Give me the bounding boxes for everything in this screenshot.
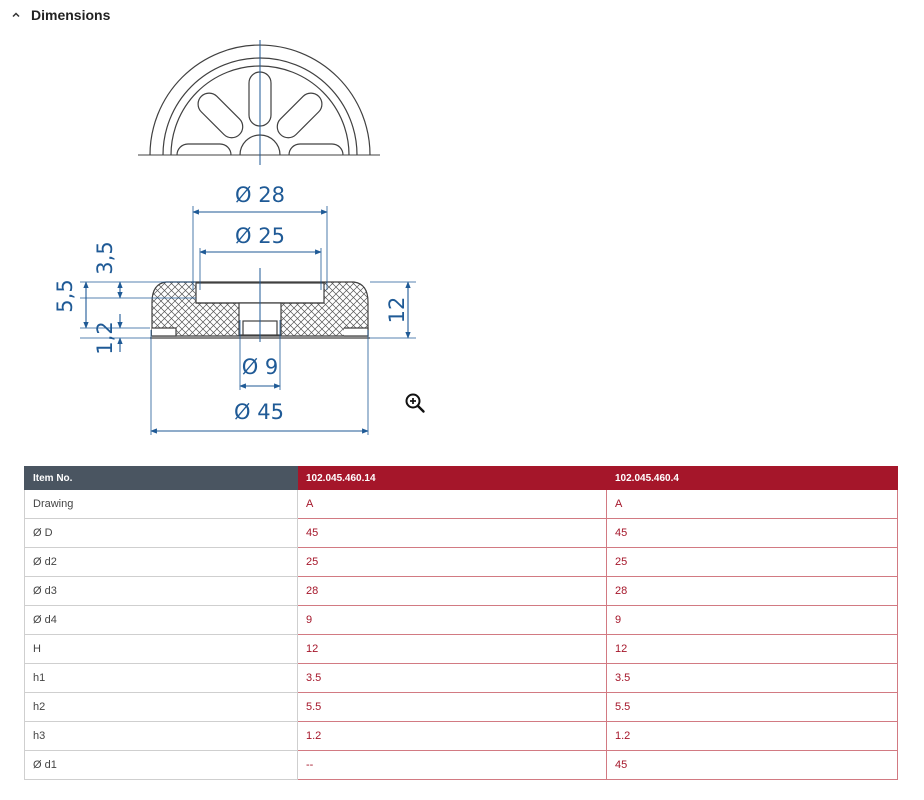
table-row: Ø d4 9 9 <box>24 605 898 635</box>
row-value: 1.2 <box>297 721 607 751</box>
zoom-in-icon[interactable] <box>403 391 427 415</box>
row-value: -- <box>297 750 607 780</box>
row-label: h2 <box>24 692 298 722</box>
header-item-no: Item No. <box>24 466 298 490</box>
row-value: 12 <box>297 634 607 664</box>
row-label: Ø d2 <box>24 547 298 577</box>
table-row: Ø d3 28 28 <box>24 576 898 606</box>
chevron-up-icon <box>12 12 20 18</box>
dim-label-h1: 3,5 <box>93 241 117 274</box>
row-value: 12 <box>606 634 898 664</box>
dim-label-h2: 5,5 <box>53 279 77 312</box>
dim-label-d25: Ø 25 <box>235 224 285 248</box>
row-label: Ø d3 <box>24 576 298 606</box>
dimensions-table: Item No. 102.045.460.14 102.045.460.4 Dr… <box>24 466 898 780</box>
row-value: 3.5 <box>297 663 607 693</box>
row-value: A <box>606 489 898 519</box>
row-value: 28 <box>297 576 607 606</box>
row-value: 25 <box>297 547 607 577</box>
row-value: 5.5 <box>606 692 898 722</box>
row-label: Drawing <box>24 489 298 519</box>
row-value: 45 <box>606 518 898 548</box>
table-row: h1 3.5 3.5 <box>24 663 898 693</box>
row-label: Ø d1 <box>24 750 298 780</box>
row-value: 45 <box>297 518 607 548</box>
dim-label-h3: 1,2 <box>93 321 117 354</box>
row-label: h1 <box>24 663 298 693</box>
row-value: 45 <box>606 750 898 780</box>
table-row: Ø d1 -- 45 <box>24 750 898 780</box>
table-row: H 12 12 <box>24 634 898 664</box>
table-row: Ø d2 25 25 <box>24 547 898 577</box>
header-item-2: 102.045.460.4 <box>606 466 898 490</box>
row-value: 5.5 <box>297 692 607 722</box>
row-value: 9 <box>297 605 607 635</box>
table-header-row: Item No. 102.045.460.14 102.045.460.4 <box>24 466 898 490</box>
dim-label-H: 12 <box>385 297 409 324</box>
top-view <box>138 44 380 156</box>
table-row: Drawing A A <box>24 489 898 519</box>
row-value: 25 <box>606 547 898 577</box>
row-label: h3 <box>24 721 298 751</box>
table-row: h2 5.5 5.5 <box>24 692 898 722</box>
row-value: 28 <box>606 576 898 606</box>
row-value: 9 <box>606 605 898 635</box>
row-value: A <box>297 489 607 519</box>
section-title: Dimensions <box>31 7 111 23</box>
header-item-1: 102.045.460.14 <box>297 466 607 490</box>
dim-label-d9: Ø 9 <box>242 355 279 379</box>
dim-label-d45: Ø 45 <box>234 400 284 424</box>
row-label: Ø D <box>24 518 298 548</box>
row-value: 3.5 <box>606 663 898 693</box>
table-row: Ø D 45 45 <box>24 518 898 548</box>
row-label: H <box>24 634 298 664</box>
table-row: h3 1.2 1.2 <box>24 721 898 751</box>
row-value: 1.2 <box>606 721 898 751</box>
row-label: Ø d4 <box>24 605 298 635</box>
dim-label-d28: Ø 28 <box>235 183 285 207</box>
dimensions-section-toggle[interactable]: Dimensions <box>10 5 110 25</box>
dimension-drawing: Ø 28 Ø 25 Ø 9 Ø 45 12 5,5 3,5 1,2 <box>53 40 416 435</box>
